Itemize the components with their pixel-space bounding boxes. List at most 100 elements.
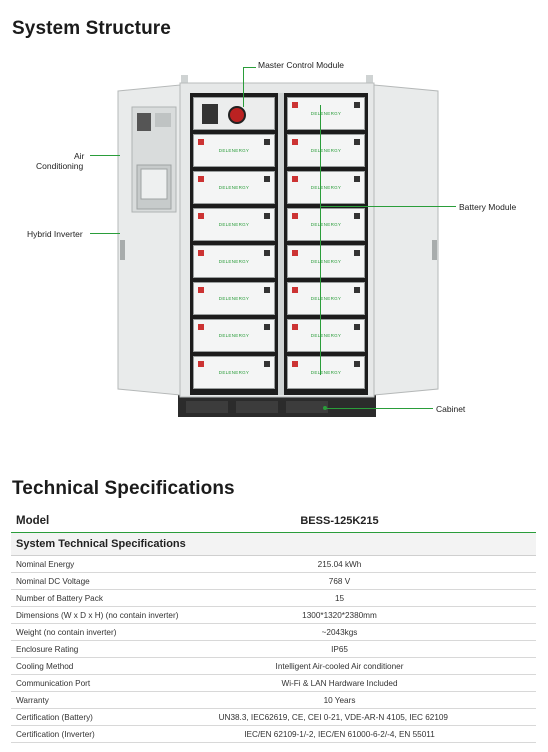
- terminal-icon: [198, 139, 204, 145]
- spec-value: UN38.3, IEC62619, CE, CEI 0-21, VDE-AR-N…: [218, 712, 448, 722]
- terminal-icon: [354, 102, 360, 108]
- table-row: Cooling Method Intelligent Air-cooled Air…: [11, 658, 536, 675]
- battery-module: DELENERGY: [193, 282, 275, 315]
- terminal-icon: [264, 139, 270, 145]
- terminal-icon: [292, 361, 298, 367]
- module-brand-label: DELENERGY: [310, 185, 342, 190]
- module-brand-label: DELENERGY: [218, 259, 250, 264]
- module-brand-label: DELENERGY: [218, 333, 250, 338]
- leader-master-control-v: [243, 67, 244, 107]
- module-brand-label: DELENERGY: [310, 259, 342, 264]
- section-header-row: System Technical Specifications: [11, 533, 536, 556]
- spec-label: Cooling Method: [16, 661, 74, 671]
- spec-value: Wi-Fi & LAN Hardware Included: [281, 678, 398, 688]
- terminal-icon: [354, 139, 360, 145]
- module-brand-label: DELENERGY: [310, 111, 342, 116]
- terminal-icon: [354, 213, 360, 219]
- terminal-icon: [354, 176, 360, 182]
- terminal-icon: [264, 361, 270, 367]
- terminal-icon: [292, 139, 298, 145]
- label-cabinet: Cabinet: [436, 404, 466, 414]
- battery-module: DELENERGY: [287, 208, 365, 241]
- module-brand-label: DELENERGY: [310, 370, 342, 375]
- leader-master-control-h: [243, 67, 256, 68]
- spec-table: Model BESS-125K215 System Technical Spec…: [11, 510, 536, 743]
- battery-module: DELENERGY: [193, 319, 275, 352]
- leader-battery-module-v: [320, 105, 321, 375]
- table-row: Number of Battery Pack 15: [11, 590, 536, 607]
- table-row: Nominal Energy 215.04 kWh: [11, 556, 536, 573]
- terminal-icon: [354, 250, 360, 256]
- right-door: [373, 84, 439, 396]
- spec-label: Dimensions (W x D x H) (no contain inver…: [16, 610, 179, 620]
- table-row: Nominal DC Voltage 768 V: [11, 573, 536, 590]
- terminal-icon: [292, 250, 298, 256]
- terminal-icon: [198, 213, 204, 219]
- leader-cabinet: [325, 408, 433, 409]
- spec-label: Weight (no contain inverter): [16, 627, 117, 637]
- module-brand-label: DELENERGY: [310, 148, 342, 153]
- label-battery-module: Battery Module: [459, 202, 517, 212]
- spec-label: Nominal DC Voltage: [16, 576, 90, 586]
- terminal-icon: [264, 250, 270, 256]
- table-row: Certification (Battery) UN38.3, IEC62619,…: [11, 709, 536, 726]
- battery-module: DELENERGY: [287, 356, 365, 389]
- terminal-icon: [198, 176, 204, 182]
- terminal-icon: [264, 287, 270, 293]
- terminal-icon: [292, 287, 298, 293]
- table-row: Dimensions (W x D x H) (no contain inver…: [11, 607, 536, 624]
- module-brand-label: DELENERGY: [310, 222, 342, 227]
- module-brand-label: DELENERGY: [310, 333, 342, 338]
- battery-module: DELENERGY: [287, 282, 365, 315]
- model-row: Model BESS-125K215: [11, 510, 536, 533]
- battery-module: DELENERGY: [287, 97, 365, 130]
- spec-value: ~2043kgs: [321, 627, 358, 637]
- label-air-conditioning: Conditioning: [36, 161, 84, 171]
- section-title-technical-specifications: Technical Specifications: [12, 478, 235, 499]
- spec-value: 15: [334, 593, 345, 603]
- spec-label: Number of Battery Pack: [16, 593, 103, 603]
- spec-value: 1300*1320*2380mm: [302, 610, 377, 620]
- module-brand-label: DELENERGY: [218, 370, 250, 375]
- leader-hybrid-inverter: [90, 233, 120, 234]
- terminal-icon: [292, 102, 298, 108]
- label-master-control-module: Master Control Module: [258, 60, 344, 70]
- battery-module: DELENERGY: [193, 208, 275, 241]
- spec-label: Certification (Inverter): [16, 729, 95, 739]
- master-switch-icon: [228, 106, 246, 124]
- battery-module: DELENERGY: [287, 319, 365, 352]
- spec-label: Communication Port: [16, 678, 91, 688]
- module-brand-label: DELENERGY: [218, 296, 250, 301]
- terminal-icon: [198, 250, 204, 256]
- label-air: Air: [74, 151, 85, 161]
- battery-module: DELENERGY: [193, 171, 275, 204]
- system-structure-diagram: DELENERGY DELENERGY DELENERGY DELENERGY DELE…: [0, 55, 548, 425]
- spec-label: Certification (Battery): [16, 712, 93, 722]
- table-row: Weight (no contain inverter) ~2043kgs: [11, 624, 536, 641]
- module-brand-label: DELENERGY: [218, 222, 250, 227]
- breaker-icon: [202, 104, 218, 124]
- spec-value: 215.04 kWh: [317, 559, 362, 569]
- spec-value: IP65: [331, 644, 348, 654]
- module-brand-label: DELENERGY: [310, 296, 342, 301]
- spec-value: 768 V: [328, 576, 351, 586]
- battery-module: DELENERGY: [193, 356, 275, 389]
- terminal-icon: [354, 361, 360, 367]
- section-header-label: System Technical Specifications: [16, 538, 186, 550]
- terminal-icon: [264, 324, 270, 330]
- table-row: Certification (Inverter)IEC/EN 62109-1/-…: [11, 726, 536, 743]
- spec-label: Nominal Energy: [16, 559, 75, 569]
- terminal-icon: [198, 361, 204, 367]
- battery-module: DELENERGY: [287, 171, 365, 204]
- model-label: Model: [16, 515, 50, 527]
- terminal-icon: [264, 213, 270, 219]
- spec-value: Intelligent Air-cooled Air conditioner: [275, 661, 404, 671]
- module-brand-label: DELENERGY: [218, 185, 250, 190]
- battery-module: DELENERGY: [287, 134, 365, 167]
- leader-cabinet-dot: [323, 406, 327, 410]
- battery-module: DELENERGY: [193, 134, 275, 167]
- terminal-icon: [354, 287, 360, 293]
